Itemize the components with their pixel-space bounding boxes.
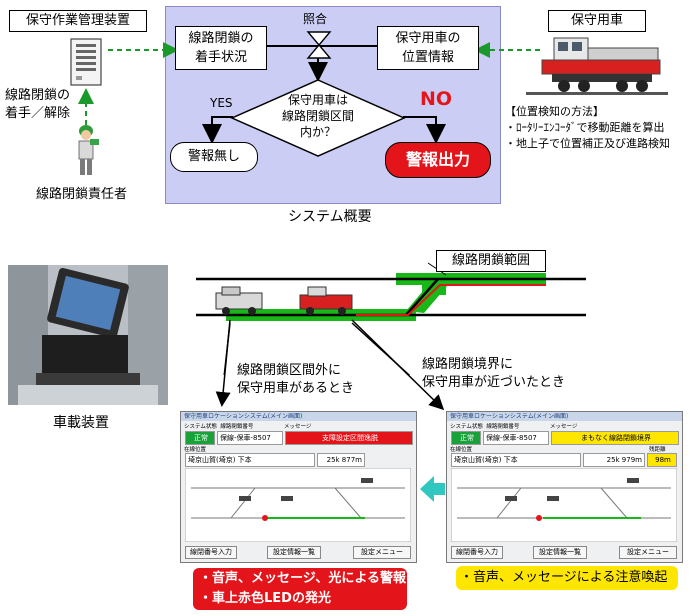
status-cell: 正常 xyxy=(451,431,481,445)
alarm-notes: ・音声、メッセージ、光による警報 ・車上赤色LEDの発光 xyxy=(193,568,407,610)
hdr-car: 線路閉鎖番号 xyxy=(220,424,254,430)
track-car-icon xyxy=(299,286,353,315)
screen-track-map xyxy=(451,468,677,542)
position-box-line2: 位置情報 xyxy=(401,50,454,65)
alarm-note-2: ・車上赤色LEDの発光 xyxy=(199,591,331,606)
method-item-1: ・ﾛｰﾀﾘｰｴﾝｺｰﾀﾞで移動距離を算出 xyxy=(505,121,665,134)
device-label: 保守作業管理装置 xyxy=(9,10,147,32)
car-cell: 保線-保車-8507 xyxy=(217,431,283,445)
button-settings-list[interactable]: 設定情報一覧 xyxy=(533,546,587,559)
track-car-icon xyxy=(215,286,263,315)
case-outside-line1: 線路閉鎖区間外に xyxy=(237,363,342,378)
remain-header: 残距離 xyxy=(649,447,666,453)
remain-cell: 98m xyxy=(647,453,677,467)
case-outside-text: 線路閉鎖区間外に 保守用車があるとき xyxy=(237,362,354,398)
decision-diamond xyxy=(230,79,406,157)
lock-action-line1: 線路閉鎖の xyxy=(5,88,71,103)
case-near-line2: 保守用車が近づいたとき xyxy=(422,375,566,390)
connection-arrows xyxy=(78,42,540,144)
button-settings-menu[interactable]: 設定メニュー xyxy=(353,546,411,559)
distance-cell: 25k 979m xyxy=(583,453,645,467)
location-cell: 埼京山賀(埼京) 下本 xyxy=(451,453,581,467)
system-caption: システム概要 xyxy=(288,209,372,225)
yes-label: YES xyxy=(210,96,233,110)
method-item-2: ・地上子で位置補正及び進路検知 xyxy=(505,137,670,150)
compare-symbol xyxy=(306,31,332,59)
server-icon xyxy=(70,38,102,86)
position-box-line1: 保守用車の xyxy=(395,31,461,46)
decision-line2: 線路閉鎖区間 xyxy=(281,109,354,123)
status-box-line1: 線路閉鎖の xyxy=(188,31,254,46)
button-settings-list[interactable]: 設定情報一覧 xyxy=(267,546,321,559)
track-diagram xyxy=(196,262,586,375)
alarm-output-box: 警報出力 xyxy=(385,142,491,178)
position-box: 保守用車の 位置情報 xyxy=(377,26,479,70)
alarm-note-1: ・音声、メッセージ、光による警報 xyxy=(199,571,406,586)
maintenance-car-icon xyxy=(526,37,668,95)
responsible-label: 線路閉鎖責任者 xyxy=(36,187,128,202)
hdr-status: システム状態 xyxy=(450,424,483,430)
distance-cell: 25k 877m xyxy=(317,453,365,467)
onboard-label: 車載装置 xyxy=(53,415,109,431)
message-cell: まもなく線路閉鎖境界 xyxy=(551,431,679,445)
button-lock-number-input[interactable]: 線閉番号入力 xyxy=(185,546,237,559)
case-near-text: 線路閉鎖境界に 保守用車が近づいたとき xyxy=(422,356,565,392)
range-label: 線路閉鎖範囲 xyxy=(436,250,546,272)
pos-header: 在線位置 xyxy=(184,447,207,453)
car-cell: 保線-保車-8507 xyxy=(483,431,549,445)
screen-title: 保守用車ロケーションシステム(メイン画面) xyxy=(447,412,682,421)
method-title: 【位置検知の方法】 xyxy=(505,105,604,118)
screen-header-row: システム状態 線路閉鎖番号 メッセージ xyxy=(184,422,311,430)
cyan-arrow-icon xyxy=(420,476,445,502)
screen-track-map xyxy=(185,468,411,542)
decision-line3: 内か？ xyxy=(299,125,336,139)
button-settings-menu[interactable]: 設定メニュー xyxy=(619,546,677,559)
button-lock-number-input[interactable]: 線閉番号入力 xyxy=(451,546,503,559)
case-near-line1: 線路閉鎖境界に xyxy=(422,357,514,372)
worker-icon xyxy=(78,125,99,175)
decision-line1: 保守用車は xyxy=(287,93,348,107)
location-cell: 埼京山賀(埼京) 下本 xyxy=(185,453,315,467)
caution-note: ・音声、メッセージによる注意喚起 xyxy=(456,566,678,590)
case-outside-line2: 保守用車があるとき xyxy=(237,381,355,396)
hdr-car: 線路閉鎖番号 xyxy=(486,424,520,430)
lock-action-line2: 着手／解除 xyxy=(5,106,71,121)
lock-action-text: 線路閉鎖の 着手／解除 xyxy=(5,87,70,123)
no-label: NO xyxy=(420,88,453,110)
tablet-device-icon xyxy=(8,265,168,405)
screen-outside: 保守用車ロケーションシステム(メイン画面) システム状態 線路閉鎖番号 メッセー… xyxy=(180,411,417,563)
screen-near: 保守用車ロケーションシステム(メイン画面) システム状態 線路閉鎖番号 メッセー… xyxy=(446,411,683,563)
hdr-status: システム状態 xyxy=(184,424,217,430)
method-block: 【位置検知の方法】 ・ﾛｰﾀﾘｰｴﾝｺｰﾀﾞで移動距離を算出 ・地上子で位置補正… xyxy=(505,104,670,152)
hdr-msg: メッセージ xyxy=(550,424,578,430)
hdr-msg: メッセージ xyxy=(284,424,312,430)
status-cell: 正常 xyxy=(185,431,215,445)
status-box: 線路閉鎖の 着手状況 xyxy=(175,26,267,70)
status-box-line2: 着手状況 xyxy=(194,50,247,65)
vehicle-label: 保守用車 xyxy=(548,10,646,32)
compare-label: 照合 xyxy=(303,12,328,26)
screen-title: 保守用車ロケーションシステム(メイン画面) xyxy=(181,412,416,421)
no-alarm-box: 警報無し xyxy=(170,142,258,172)
screen-header-row: システム状態 線路閉鎖番号 メッセージ xyxy=(450,422,577,430)
decision-text: 保守用車は 線路閉鎖区間 内か？ xyxy=(262,92,374,140)
pos-header: 在線位置 xyxy=(450,447,473,453)
message-cell: 支障設定区間逸脱 xyxy=(285,431,413,445)
